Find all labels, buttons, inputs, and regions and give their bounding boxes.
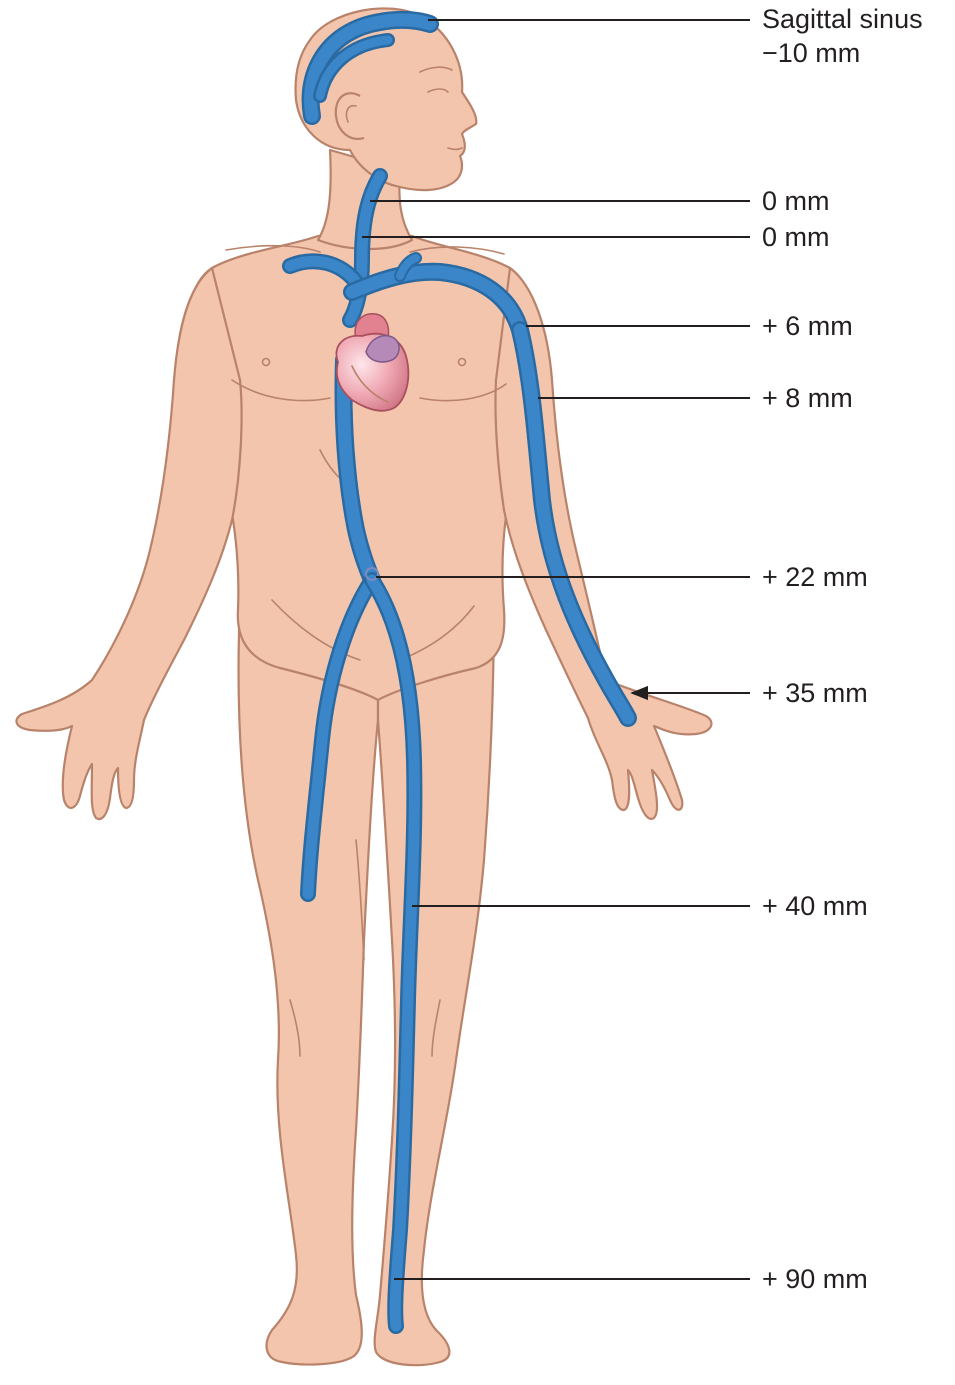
label-brachial: + 8 mm (762, 383, 853, 413)
label-sagittal-sinus-value: −10 mm (762, 38, 860, 68)
pressure-labels: Sagittal sinus −10 mm 0 mm 0 mm + 6 mm +… (762, 4, 923, 1294)
label-foot: + 90 mm (762, 1264, 868, 1294)
label-axillary: + 6 mm (762, 311, 853, 341)
label-jugular-lower: 0 mm (762, 222, 830, 252)
label-iliac: + 22 mm (762, 562, 868, 592)
label-jugular-upper: 0 mm (762, 186, 830, 216)
label-sagittal-sinus-name: Sagittal sinus (762, 4, 923, 34)
label-hand: + 35 mm (762, 678, 868, 708)
right-leg (239, 600, 378, 1364)
right-arm (16, 268, 241, 819)
label-knee: + 40 mm (762, 891, 868, 921)
